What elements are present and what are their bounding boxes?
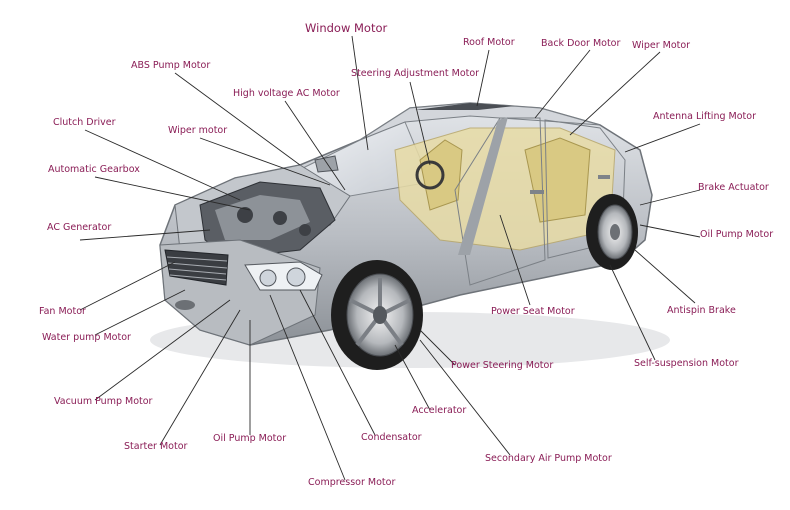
leader-line-compressor-motor	[269, 294, 346, 481]
leader-line-antispin-brake	[634, 249, 696, 304]
rear-door-handle	[598, 175, 610, 179]
label-fan-motor: Fan Motor	[39, 306, 86, 317]
label-oil-pump-motor-rear: Oil Pump Motor	[700, 229, 774, 240]
leader-line-window-motor	[351, 35, 369, 151]
leader-line-high-voltage-ac-motor	[284, 100, 346, 191]
leader-line-wiper-motor-front	[199, 137, 331, 186]
engine-detail	[215, 195, 310, 240]
b-pillar	[458, 117, 508, 255]
leader-line-roof-motor	[476, 49, 490, 107]
headlight-lens-1	[259, 269, 277, 287]
leader-line-brake-actuator	[639, 189, 701, 206]
leader-line-clutch-driver	[84, 129, 241, 201]
label-ac-generator: AC Generator	[47, 222, 112, 233]
front-door-handle	[530, 190, 544, 194]
label-compressor-motor: Compressor Motor	[308, 477, 396, 488]
rear-hub	[610, 224, 620, 240]
leader-line-oil-pump-motor-rear	[639, 224, 701, 238]
leader-line-ac-generator	[79, 229, 211, 241]
label-steering-adjustment-motor: Steering Adjustment Motor	[351, 68, 480, 79]
sunroof	[415, 103, 515, 110]
leader-line-automatic-gearbox	[94, 176, 251, 211]
leader-line-accelerator	[394, 344, 431, 411]
leader-line-fan-motor	[79, 261, 176, 311]
side-mirror	[314, 155, 339, 173]
label-window-motor: Window Motor	[305, 21, 388, 35]
leader-line-starter-motor	[159, 309, 241, 446]
leader-line-power-steering-motor	[419, 329, 456, 366]
leader-line-power-seat-motor	[499, 214, 531, 306]
leader-line-water-pump-motor	[94, 289, 186, 336]
leader-line-condensator	[299, 289, 376, 436]
leader-line-steering-adjustment-motor	[409, 81, 431, 166]
label-antispin-brake: Antispin Brake	[667, 305, 736, 316]
label-self-suspension-motor: Self-suspension Motor	[634, 358, 739, 369]
label-wiper-motor-front: Wiper motor	[168, 125, 228, 136]
label-condensator: Condensator	[361, 432, 422, 443]
leader-line-self-suspension-motor	[609, 264, 656, 361]
label-power-steering-motor: Power Steering Motor	[451, 360, 554, 371]
front-hub	[373, 306, 387, 324]
label-power-seat-motor: Power Seat Motor	[491, 306, 575, 317]
label-roof-motor: Roof Motor	[463, 37, 515, 48]
leader-line-wiper-motor-rear	[569, 51, 661, 136]
engine-part-2	[273, 211, 287, 225]
label-antenna-lifting-motor: Antenna Lifting Motor	[653, 111, 756, 122]
label-vacuum-pump-motor: Vacuum Pump Motor	[54, 396, 153, 407]
leader-line-secondary-air-pump-motor	[419, 339, 511, 456]
label-clutch-driver: Clutch Driver	[53, 117, 116, 128]
label-secondary-air-pump-motor: Secondary Air Pump Motor	[485, 453, 612, 464]
leader-line-back-door-motor	[534, 49, 591, 119]
steering-wheel	[415, 160, 445, 190]
front-door	[454, 117, 546, 286]
headlight-lens-2	[286, 267, 306, 287]
label-abs-pump-motor: ABS Pump Motor	[131, 60, 211, 71]
label-oil-pump-motor-front: Oil Pump Motor	[213, 433, 287, 444]
engine-part-3	[299, 224, 311, 236]
label-wiper-motor-rear: Wiper Motor	[632, 40, 691, 51]
label-high-voltage-ac-motor: High voltage AC Motor	[233, 88, 340, 99]
leader-lines	[79, 35, 701, 481]
grille-bars	[166, 256, 228, 281]
label-starter-motor: Starter Motor	[124, 441, 188, 452]
engine-part-1	[237, 207, 253, 223]
front-seat	[419, 139, 463, 211]
label-accelerator: Accelerator	[412, 405, 467, 416]
label-brake-actuator: Brake Actuator	[698, 182, 769, 193]
fog-light	[175, 300, 195, 310]
leader-line-vacuum-pump-motor	[94, 299, 231, 401]
label-automatic-gearbox: Automatic Gearbox	[48, 164, 140, 175]
leader-line-antenna-lifting-motor	[624, 123, 701, 153]
label-back-door-motor: Back Door Motor	[541, 38, 621, 49]
leader-line-abs-pump-motor	[174, 72, 301, 166]
label-water-pump-motor: Water pump Motor	[42, 332, 131, 343]
